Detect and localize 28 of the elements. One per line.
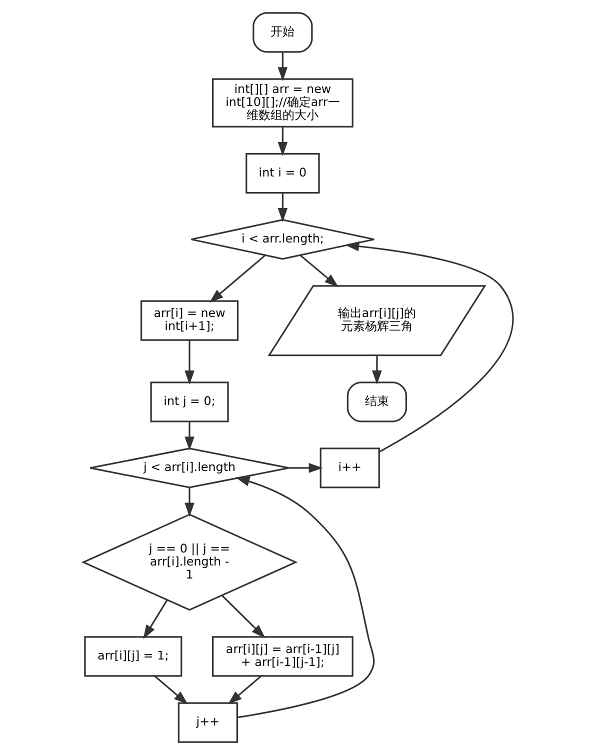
node-box: i++	[319, 448, 380, 488]
arrow	[184, 488, 194, 517]
arrow	[208, 254, 266, 303]
arrow	[235, 476, 374, 718]
arrow	[221, 594, 265, 638]
node-diamond: i < arr.length;	[190, 219, 374, 260]
node-box: arr[i][j] = arr[i-1][j] + arr[i-1][j-1];	[212, 636, 353, 677]
arrow	[227, 675, 262, 704]
node-box: j++	[177, 702, 238, 743]
node-box: 结束	[346, 382, 407, 422]
node-diamond: j == 0 || j == arr[i].length - 1	[80, 514, 298, 611]
arrow	[184, 340, 194, 385]
node-box: int i = 0	[245, 152, 320, 194]
node-box: arr[i] = new int[i+1];	[140, 300, 238, 341]
arrow	[154, 675, 188, 704]
arrow	[184, 421, 194, 451]
node-box: int[][] arr = new int[10][];//确定arr一维数组的大小	[212, 78, 353, 128]
node-box: arr[i][j] = 1;	[84, 636, 182, 677]
arrow	[299, 254, 338, 288]
arrow	[142, 600, 168, 640]
node-box: int j = 0;	[150, 382, 228, 422]
arrow	[288, 463, 322, 473]
arrow	[277, 192, 288, 222]
arrow	[344, 241, 514, 453]
arrow	[372, 356, 382, 385]
node-box: 开始	[252, 12, 312, 53]
arrow	[277, 52, 288, 82]
arrow	[277, 127, 288, 156]
